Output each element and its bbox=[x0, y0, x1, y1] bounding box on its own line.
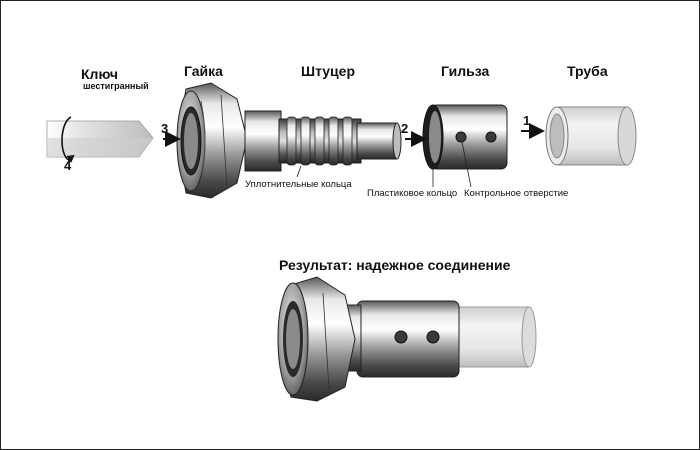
fitting bbox=[244, 110, 402, 172]
assembled-connection bbox=[277, 276, 537, 402]
result-title: Результат: надежное соединение bbox=[279, 257, 511, 273]
step-2-label: 2 bbox=[401, 121, 409, 136]
step-4-label: 4 bbox=[64, 158, 72, 173]
sleeve-label: Гильза bbox=[441, 63, 490, 79]
control-hole-caption: Контрольное отверстие bbox=[464, 188, 569, 199]
key-title: Ключ bbox=[81, 66, 118, 82]
fitting-label: Штуцер bbox=[301, 63, 356, 79]
step-3-label: 3 bbox=[161, 121, 169, 136]
pipe-label: Труба bbox=[567, 63, 608, 79]
nut bbox=[176, 82, 248, 199]
nut-label: Гайка bbox=[184, 63, 223, 79]
pipe bbox=[545, 106, 637, 166]
callout-lines bbox=[296, 141, 472, 188]
hex-key bbox=[46, 116, 154, 164]
sealing-rings-caption: Уплотнительные кольца bbox=[245, 179, 352, 190]
key-subtitle: шестигранный bbox=[83, 81, 149, 91]
sleeve bbox=[422, 104, 508, 170]
step-1-label: 1 bbox=[523, 113, 531, 128]
plastic-ring-caption: Пластиковое кольцо bbox=[367, 188, 458, 199]
